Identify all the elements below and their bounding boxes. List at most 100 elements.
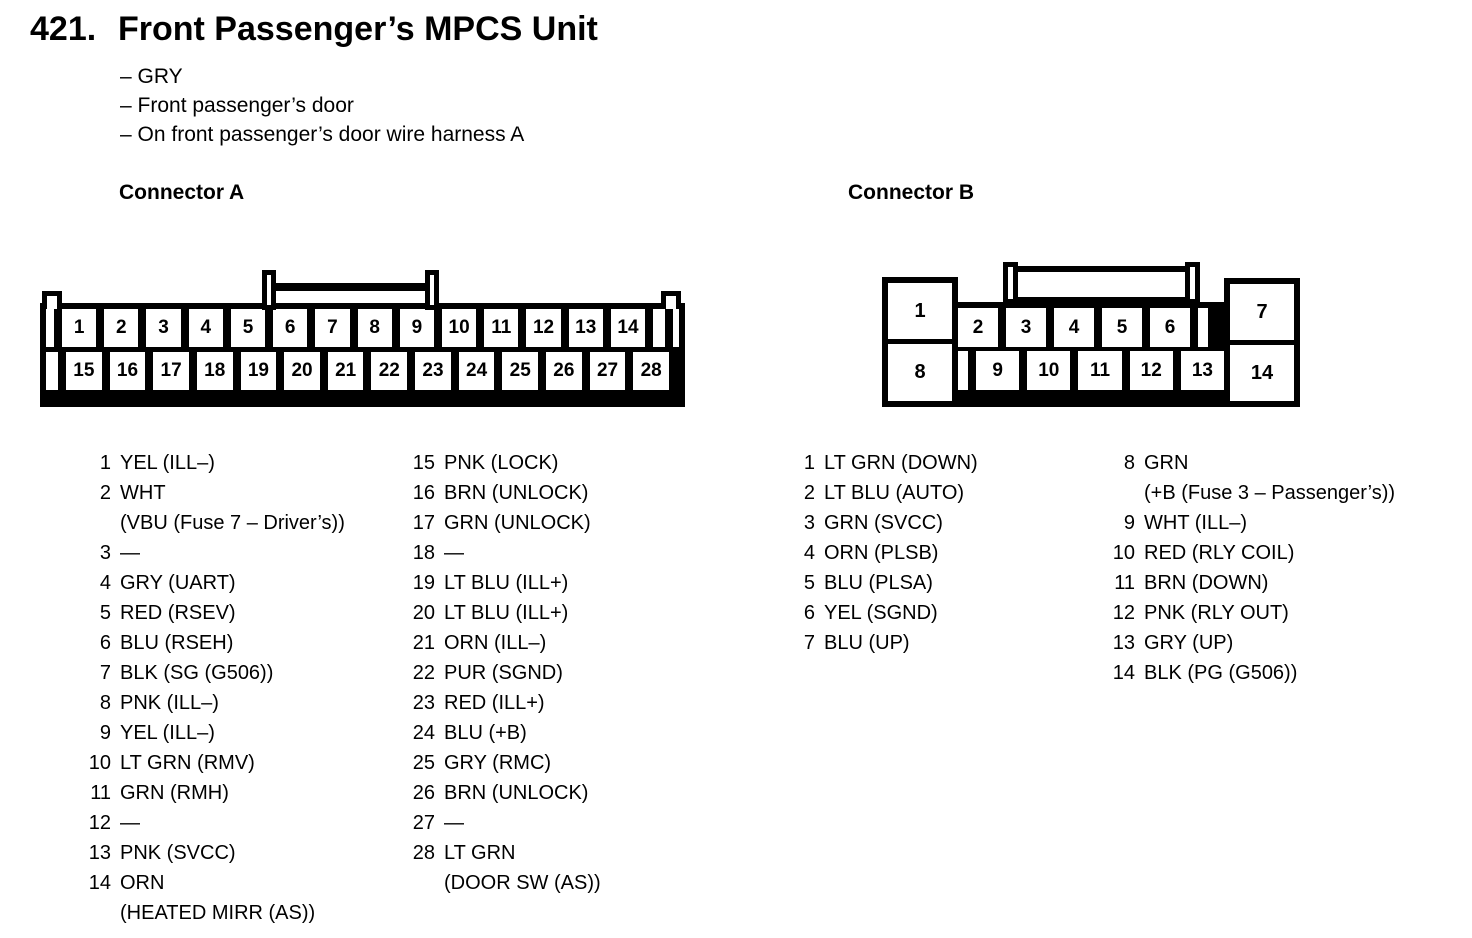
pin-wire-label: BLU (+B) bbox=[444, 722, 527, 744]
pin-list-entry: 20 LT BLU (ILL+) bbox=[408, 598, 601, 628]
latch-bar bbox=[1008, 266, 1196, 303]
pin-wire-label: LT GRN (RMV) bbox=[120, 752, 255, 774]
pin-wire-label: PNK (SVCC) bbox=[120, 842, 236, 864]
pin-number: 1 bbox=[803, 452, 815, 474]
pin-cell-18: 18 bbox=[196, 352, 233, 390]
pin-list-entry: 12— bbox=[84, 808, 345, 838]
pin-number: 8 bbox=[1123, 452, 1135, 474]
pin-cell-13: 13 bbox=[568, 309, 603, 347]
pin-number: 20 bbox=[412, 602, 435, 624]
pin-wire-label: GRN bbox=[1144, 452, 1189, 474]
pin-wire-label: BLU (PLSA) bbox=[824, 572, 933, 594]
pin-number: 3 bbox=[803, 512, 815, 534]
end-gap bbox=[46, 309, 54, 347]
pin-number: 14 bbox=[88, 872, 111, 894]
pin-wire-label: BLK (SG (G506)) bbox=[120, 662, 274, 684]
pin-wire-label: RED (ILL+) bbox=[444, 692, 545, 714]
pin-number: 11 bbox=[1114, 572, 1135, 594]
pin-number: 7 bbox=[99, 662, 111, 684]
pin-number: 8 bbox=[99, 692, 111, 714]
connector-b-right-block: 7 14 bbox=[1224, 278, 1300, 407]
pin-number: 9 bbox=[1123, 512, 1135, 534]
pin-number: 18 bbox=[412, 542, 435, 564]
detail-line: – GRY bbox=[120, 65, 183, 88]
pin-wire-label: BRN (DOWN) bbox=[1144, 572, 1269, 594]
pin-number: 25 bbox=[412, 752, 435, 774]
pin-wire-label: BLU (UP) bbox=[824, 632, 910, 654]
housing-notch-right bbox=[661, 291, 681, 309]
pin-number: 3 bbox=[99, 542, 111, 564]
pin-wire-label: PNK (RLY OUT) bbox=[1144, 602, 1289, 624]
pin-number: 9 bbox=[99, 722, 111, 744]
pin-wire-label: RED (RLY COIL) bbox=[1144, 542, 1295, 564]
end-gap bbox=[673, 309, 680, 347]
pin-number: 13 bbox=[88, 842, 111, 864]
blank-slot bbox=[653, 309, 666, 347]
pin-number: 12 bbox=[1112, 602, 1135, 624]
pin-wire-label: ORN (ILL–) bbox=[444, 632, 547, 654]
pin-number: 15 bbox=[412, 452, 435, 474]
pin-wire-label: YEL (ILL–) bbox=[120, 722, 215, 744]
pin-list-entry: 9 YEL (ILL–) bbox=[84, 718, 345, 748]
pin-number: 24 bbox=[412, 722, 435, 744]
pin-cell-11: 11 bbox=[1078, 351, 1122, 390]
pin-list-entry: 11 BRN (DOWN) bbox=[1108, 568, 1395, 598]
pin-wire-label: WHT bbox=[120, 482, 166, 504]
pin-number: 12 bbox=[88, 812, 111, 834]
pin-cell-5: 5 bbox=[1102, 308, 1142, 347]
blank-slot bbox=[1198, 308, 1208, 347]
pin-wire-label: GRN (SVCC) bbox=[824, 512, 943, 534]
pin-wire-label: BLU (RSEH) bbox=[120, 632, 234, 654]
pin-number: 4 bbox=[99, 572, 111, 594]
pin-cell-1: 1 bbox=[888, 283, 952, 339]
pin-wire-label: YEL (SGND) bbox=[824, 602, 938, 624]
pin-cell-28: 28 bbox=[633, 352, 669, 390]
pin-cell-5: 5 bbox=[230, 309, 266, 347]
pin-wire-label: ORN (PLSB) bbox=[824, 542, 939, 564]
pin-cell-24: 24 bbox=[458, 352, 495, 390]
pin-wire-label-continued: (DOOR SW (AS)) bbox=[444, 872, 601, 894]
pin-list-entry: 13 PNK (SVCC) bbox=[84, 838, 345, 868]
pin-wire-label: WHT (ILL–) bbox=[1144, 512, 1247, 534]
pin-cell-23: 23 bbox=[415, 352, 451, 390]
pin-wire-label: GRY (UART) bbox=[120, 572, 236, 594]
pin-wire-label: ORN bbox=[120, 872, 165, 894]
pin-wire-label: PNK (LOCK) bbox=[444, 452, 559, 474]
pin-wire-label: GRY (UP) bbox=[1144, 632, 1234, 654]
pin-list-entry: 8 GRN bbox=[1108, 448, 1395, 478]
pin-wire-label: YEL (ILL–) bbox=[120, 452, 215, 474]
pin-wire-label-continued: (HEATED MIRR (AS)) bbox=[120, 902, 316, 924]
pin-wire-label: BRN (UNLOCK) bbox=[444, 782, 589, 804]
pin-list-entry: 7 BLK (SG (G506)) bbox=[84, 658, 345, 688]
pin-cell-25: 25 bbox=[502, 352, 539, 390]
pin-number: 14 bbox=[1112, 662, 1135, 684]
pin-wire-label: — bbox=[444, 812, 464, 834]
pin-list-entry: 3 GRN (SVCC) bbox=[788, 508, 978, 538]
latch-post-right bbox=[425, 270, 439, 310]
pin-wire-label: LT GRN (DOWN) bbox=[824, 452, 978, 474]
pin-cell-7: 7 bbox=[315, 309, 350, 347]
pin-wire-label: LT BLU (ILL+) bbox=[444, 602, 569, 624]
pin-number: 16 bbox=[412, 482, 435, 504]
blank-slot bbox=[46, 352, 58, 390]
pin-cell-8: 8 bbox=[888, 344, 952, 401]
latch-post-right bbox=[1185, 262, 1200, 304]
pin-list-entry: 24 BLU (+B) bbox=[408, 718, 601, 748]
pin-wire-label: GRN (UNLOCK) bbox=[444, 512, 591, 534]
